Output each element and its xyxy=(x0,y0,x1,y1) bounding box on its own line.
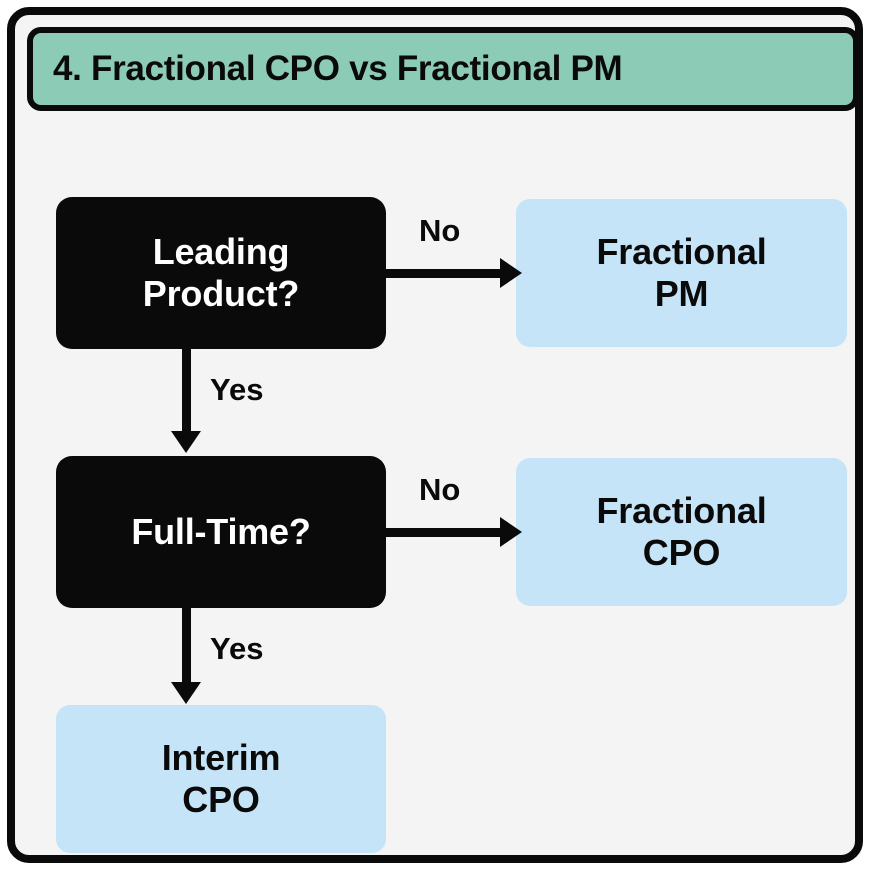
flowchart-canvas: Leading Product? Fractional PM Full-Time… xyxy=(15,119,855,855)
connector-leading-product-to-full-time xyxy=(182,349,191,437)
node-label-line2: Product? xyxy=(142,273,300,314)
arrow-head-right-icon xyxy=(500,517,522,547)
edge-label-no-leading-product: No xyxy=(419,213,461,248)
page-title: 4. Fractional CPO vs Fractional PM xyxy=(53,49,623,88)
arrow-head-down-icon xyxy=(171,431,201,453)
arrow-head-right-icon xyxy=(500,258,522,288)
node-label-line2: PM xyxy=(654,273,709,314)
node-label-line1: Fractional xyxy=(596,489,767,531)
node-label-line1: Full-Time? xyxy=(131,510,311,552)
edge-label-yes-full-time: Yes xyxy=(210,631,264,666)
outcome-node-fractional-pm[interactable]: Fractional PM xyxy=(516,199,847,347)
decision-node-leading-product[interactable]: Leading Product? xyxy=(56,197,386,349)
node-label-line2: CPO xyxy=(642,532,721,573)
flowchart-card: 4. Fractional CPO vs Fractional PM Leadi… xyxy=(7,7,863,863)
connector-leading-product-to-fractional-pm xyxy=(386,269,504,278)
decision-node-full-time[interactable]: Full-Time? xyxy=(56,456,386,608)
card-header: 4. Fractional CPO vs Fractional PM xyxy=(27,27,855,111)
arrow-head-down-icon xyxy=(171,682,201,704)
node-label-line2: CPO xyxy=(182,779,260,820)
edge-label-yes-leading-product: Yes xyxy=(210,372,264,407)
outcome-node-fractional-cpo[interactable]: Fractional CPO xyxy=(516,458,847,606)
edge-label-no-full-time: No xyxy=(419,472,461,507)
outcome-node-interim-cpo[interactable]: Interim CPO xyxy=(56,705,386,853)
node-label-line1: Interim xyxy=(161,736,281,778)
connector-full-time-to-fractional-cpo xyxy=(386,528,504,537)
connector-full-time-to-interim-cpo xyxy=(182,608,191,688)
node-label-line1: Leading xyxy=(152,230,290,272)
node-label-line1: Fractional xyxy=(596,230,767,272)
